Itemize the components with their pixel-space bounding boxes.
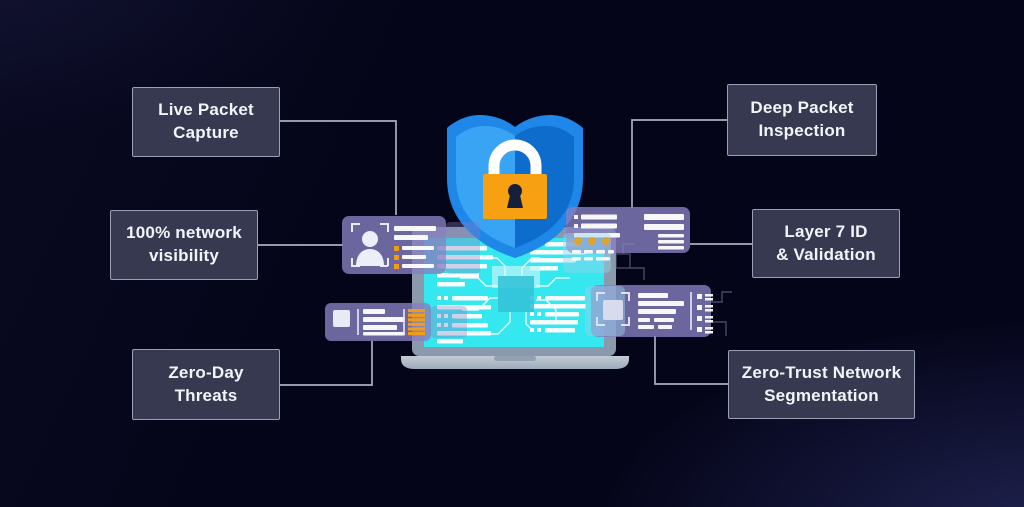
- feature-label: Deep Packet Inspection: [750, 98, 854, 140]
- padlock-icon: [483, 139, 547, 219]
- id-scan-card-icon: [342, 216, 480, 274]
- connector-zero-day: [280, 341, 373, 386]
- feature-box-network-visibility: 100% network visibility: [110, 210, 258, 280]
- orange-bars: [408, 309, 425, 336]
- feature-label: Layer 7 ID & Validation: [776, 221, 876, 264]
- connector-lines: [258, 119, 752, 386]
- list-rows: [697, 294, 713, 334]
- node-frame: [596, 292, 630, 326]
- feature-box-live-packet-capture: Live Packet Capture: [132, 87, 280, 157]
- traffic-inspection-card-icon: [563, 207, 690, 273]
- feature-box-layer7-id-validation: Layer 7 ID & Validation: [752, 209, 900, 278]
- feature-label: Live Packet Capture: [158, 100, 254, 142]
- node-square: [603, 300, 623, 320]
- feature-label: Zero-Trust Network Segmentation: [741, 362, 902, 405]
- connector-live-packet: [280, 120, 397, 215]
- segmentation-card-icon: [585, 285, 713, 337]
- feature-label: Zero-Day Threats: [168, 362, 244, 405]
- shield-lock-icon: [447, 115, 583, 258]
- connector-dpi: [631, 119, 727, 208]
- gold-dots: [574, 237, 610, 245]
- screen-text-left: [437, 246, 493, 344]
- feature-box-deep-packet-inspection: Deep Packet Inspection: [727, 84, 877, 156]
- connector-zero-trust: [654, 336, 728, 385]
- feature-box-zero-day-threats: Zero-Day Threats: [132, 349, 280, 420]
- cpu-chip-icon: [460, 257, 570, 335]
- feature-box-zero-trust-segmentation: Zero-Trust Network Segmentation: [728, 350, 915, 419]
- feature-label: 100% network visibility: [126, 223, 242, 265]
- person-icon: [356, 231, 384, 266]
- packet-list-card-icon: [325, 303, 467, 341]
